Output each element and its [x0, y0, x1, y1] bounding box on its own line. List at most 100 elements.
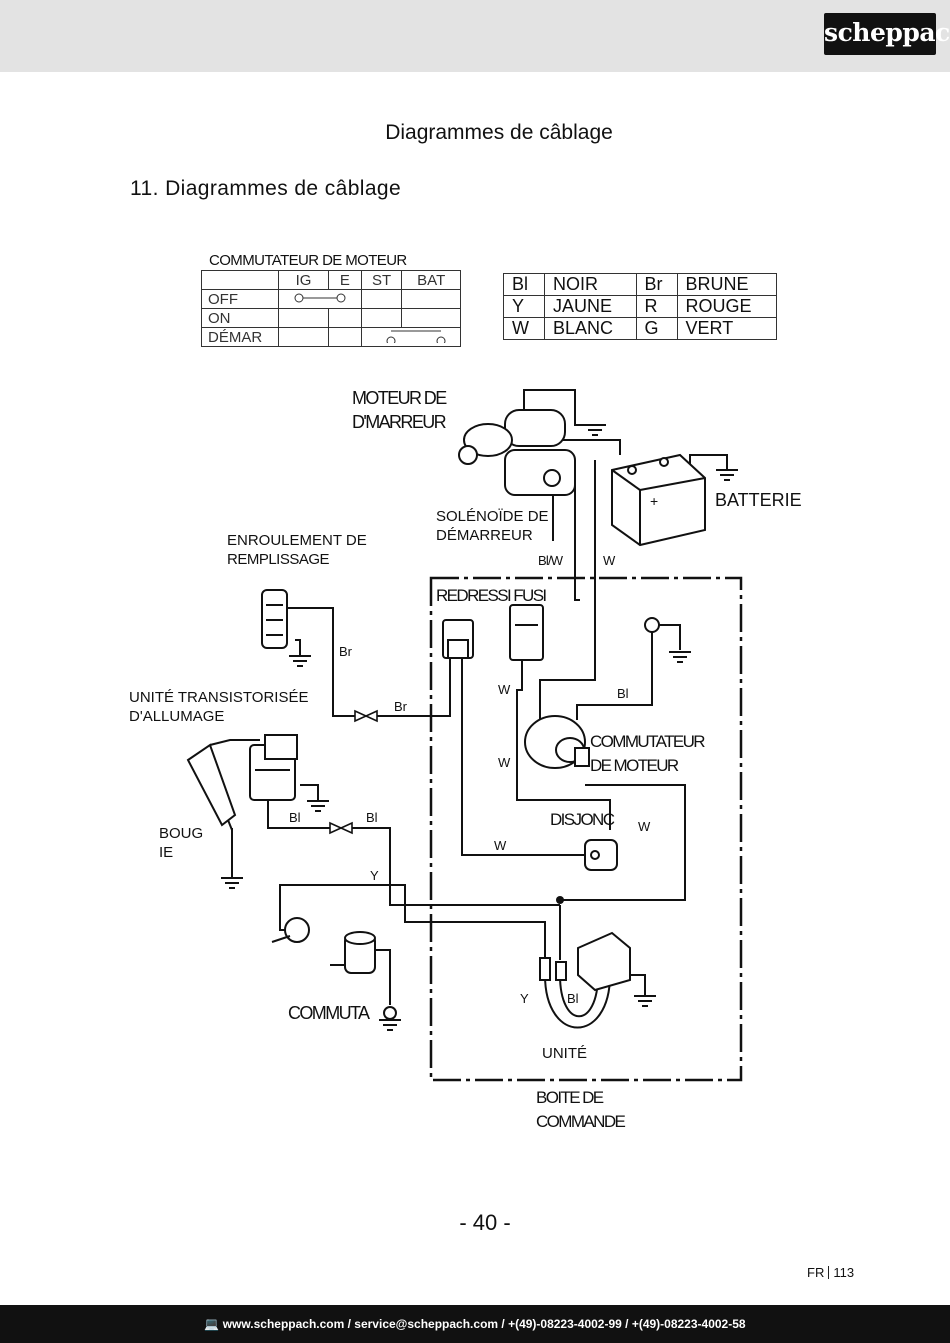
switch-row-off: OFF: [201, 289, 461, 309]
label-solenoid-line1: SOLÉNOÏDE DE: [436, 508, 549, 525]
label-charge-coil-line1: ENROULEMENT DE: [227, 532, 367, 549]
components: +: [186, 409, 706, 1020]
color-row: W BLANC G VERT: [503, 317, 778, 340]
control-unit-icon: [539, 931, 631, 992]
page-reference: FR 113: [807, 1265, 854, 1280]
color-name: VERT: [676, 317, 778, 340]
footer-bar: 💻 www.scheppach.com / service@scheppach.…: [0, 1305, 950, 1343]
wire-solenoid-drop: [552, 488, 554, 541]
section-title: 11. Diagrammes de câblage: [130, 177, 402, 200]
wire-battery-w: [539, 460, 596, 735]
connector-icon: [329, 821, 353, 835]
wire-rectifier-w: [461, 658, 590, 856]
wire-stop-ground: [375, 949, 391, 1005]
wire-ignition-bl-2: [352, 827, 560, 906]
label-battery: BATTERIE: [715, 490, 802, 510]
label-charge-coil-line2: REMPLISSAGE: [227, 551, 330, 568]
rectifier-icon: [442, 619, 474, 659]
color-name: JAUNE: [544, 295, 637, 318]
label-control-box-line2: COMMANDE: [536, 1112, 626, 1131]
ground-icon: [379, 1019, 401, 1031]
switch-cell: [277, 327, 330, 347]
color-name: NOIR: [544, 273, 637, 296]
wire-unit-harness-2: [559, 974, 599, 1018]
wire-label-y: Y: [370, 868, 379, 883]
switch-col-ig: IG: [277, 270, 330, 290]
wire-terminal-bl: [576, 628, 653, 720]
wire-label-y: Y: [520, 991, 529, 1006]
wire-stop-link: [330, 955, 346, 966]
wire-label-bl: Bl: [617, 686, 629, 701]
wire-coil-ground: [295, 639, 301, 655]
ground-icon: [669, 651, 691, 663]
ground-symbols: [221, 424, 738, 1031]
wire-battery-ground: [689, 454, 728, 470]
wire-unit-harness: [544, 960, 611, 1029]
stop-switch-icon: [271, 917, 397, 1020]
wire-switch-w: [560, 784, 686, 901]
label-control-box-line1: BOITE DE: [536, 1088, 604, 1107]
wires: [209, 389, 743, 1082]
wire-starter-ground: [523, 389, 595, 426]
color-code-table: Bl NOIR Br BRUNE Y JAUNE R ROUGE W BLANC…: [503, 273, 778, 340]
label-solenoid-line2: DÉMARREUR: [436, 527, 533, 544]
ground-icon: [634, 995, 656, 1007]
color-name: BLANC: [544, 317, 637, 340]
header-bar: scheppach: [0, 0, 950, 72]
switch-row-label: ON: [201, 308, 279, 328]
page-number: - 40 -: [459, 1210, 511, 1235]
page-language: FR: [807, 1265, 825, 1280]
label-ignition-line1: UNITÉ TRANSISTORISÉE: [129, 689, 309, 706]
label-engine-switch-line2: DE MOTEUR: [590, 756, 679, 775]
label-starter-motor-line1: MOTEUR DE: [352, 388, 447, 408]
wire-starter-battery: [560, 439, 621, 455]
terminal-icon: [644, 617, 660, 633]
starter-motor-icon: [458, 409, 576, 496]
ground-icon: [307, 800, 329, 812]
switch-row-label: OFF: [201, 289, 279, 309]
ground-icon: [289, 655, 311, 667]
connectors: [329, 709, 378, 835]
ignition-unit-icon: [249, 734, 298, 801]
label-rectifier-fuse: REDRESSI FUSI: [436, 586, 546, 601]
wire-ignition-ground: [300, 784, 319, 800]
wire-ignition-bl: [267, 800, 330, 829]
wire-label-bl: Bl: [366, 810, 378, 825]
breaker-icon: [584, 839, 618, 871]
wire-label-w: W: [498, 755, 511, 770]
wire-label-w: W: [494, 838, 507, 853]
label-spark-plug-line1: BOUG: [159, 825, 204, 842]
ground-icon: [716, 469, 738, 481]
engine-switch-icon: [524, 715, 590, 769]
laptop-icon: 💻: [204, 1317, 220, 1331]
label-spark-plug-line2: IE: [159, 844, 174, 858]
label-unit: UNITÉ: [542, 1045, 587, 1062]
switch-table: IG E ST BAT OFF ON DÉMAR: [201, 270, 461, 347]
connection-symbol: [294, 293, 346, 302]
wire-label-blw: Bl/W: [538, 553, 563, 568]
fuse-icon: [509, 604, 544, 661]
label-ignition-line2: D'ALLUMAGE: [129, 708, 225, 725]
switch-row-label: DÉMAR: [201, 327, 279, 347]
footer-contact: www.scheppach.com / service@scheppach.co…: [222, 1317, 746, 1331]
wire-stop-y: [279, 884, 546, 960]
wire-solenoid-blw: [574, 485, 580, 601]
switch-row-start: DÉMAR: [201, 327, 461, 347]
label-starter-motor-line2: D'MARREUR: [352, 412, 447, 432]
ground-icon: [584, 424, 606, 436]
brand-logo: scheppach: [824, 13, 950, 55]
wire-coil-br: [285, 607, 355, 717]
label-engine-switch-line1: COMMUTATEUR: [590, 732, 706, 751]
switch-table-wrapper: IG E ST BAT OFF ON DÉMAR: [201, 270, 461, 349]
wire-rectifier-br: [377, 658, 451, 717]
wire-label-w: W: [603, 553, 616, 568]
page-ref-number: 113: [833, 1265, 855, 1280]
switch-col-st: ST: [360, 270, 403, 290]
wire-label-w: W: [638, 819, 651, 834]
wire-label-w: W: [498, 682, 511, 697]
spark-plug-icon: [186, 743, 237, 831]
color-row: Bl NOIR Br BRUNE: [503, 273, 778, 296]
connector-icon: [354, 709, 378, 723]
switch-connection-st-bat: [360, 327, 461, 347]
